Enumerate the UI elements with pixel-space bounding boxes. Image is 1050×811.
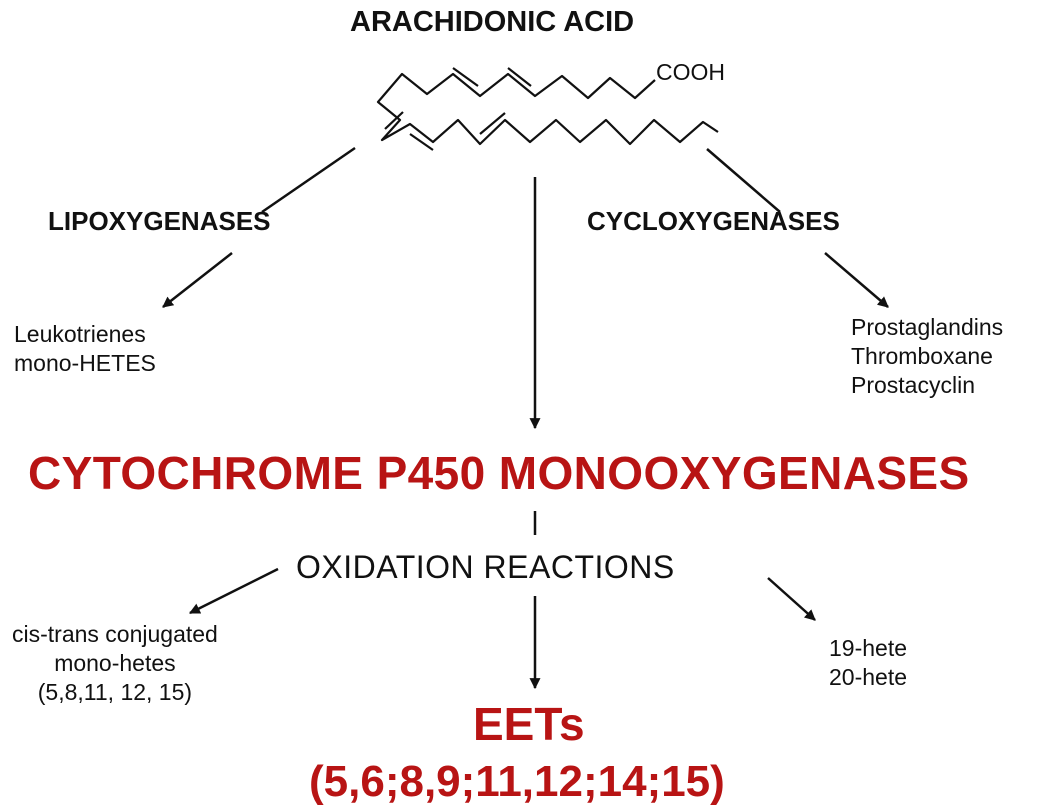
arrow-oxidation-to-conjugated: [189, 567, 279, 615]
arachidonic-acid-title: ARACHIDONIC ACID: [350, 6, 635, 38]
arachidonic-acid-structure: COOH: [376, 59, 725, 151]
eets-label: EETs: [473, 698, 585, 750]
arrow-lipoxygenases-to-products: [162, 252, 233, 308]
arrow-to-lipoxygenases: [261, 146, 356, 214]
lipoxygenases-label: LIPOXYGENASES: [48, 206, 271, 236]
cycloxygenase-products: Prostaglandins Thromboxane Prostacyclin: [851, 313, 1003, 400]
product-prostaglandins: Prostaglandins: [851, 314, 1004, 340]
product-leukotrienes: Leukotrienes: [14, 321, 146, 347]
product-19-hete: 19-hete: [829, 635, 908, 661]
hete-products: 19-hete 20-hete: [829, 634, 907, 692]
cooh-label: COOH: [656, 59, 725, 85]
product-cis-trans-conjugated: cis-trans conjugated: [12, 621, 218, 647]
product-thromboxane: Thromboxane: [851, 343, 993, 369]
arrow-oxidation-to-hete: [767, 577, 816, 621]
product-mono-hetes-line: mono-hetes: [54, 650, 176, 676]
product-prostacyclin: Prostacyclin: [851, 372, 975, 398]
conjugated-mono-hetes-products: cis-trans conjugated mono-hetes (5,8,11,…: [12, 620, 218, 707]
cycloxygenases-label: CYCLOXYGENASES: [587, 206, 840, 236]
oxidation-reactions-label: OXIDATION REACTIONS: [296, 549, 675, 585]
product-mono-hetes: mono-HETES: [14, 350, 156, 376]
arrow-cycloxygenases-to-products: [824, 252, 889, 308]
product-20-hete: 20-hete: [829, 664, 908, 690]
cytochrome-p450-label: CYTOCHROME P450 MONOOXYGENASES: [28, 447, 970, 499]
arrow-to-cycloxygenases: [706, 148, 781, 213]
lipoxygenase-products: Leukotrienes mono-HETES: [14, 320, 156, 378]
eets-positions: (5,6;8,9;11,12;14;15): [309, 757, 725, 806]
product-positions-line: (5,8,11, 12, 15): [37, 679, 193, 705]
